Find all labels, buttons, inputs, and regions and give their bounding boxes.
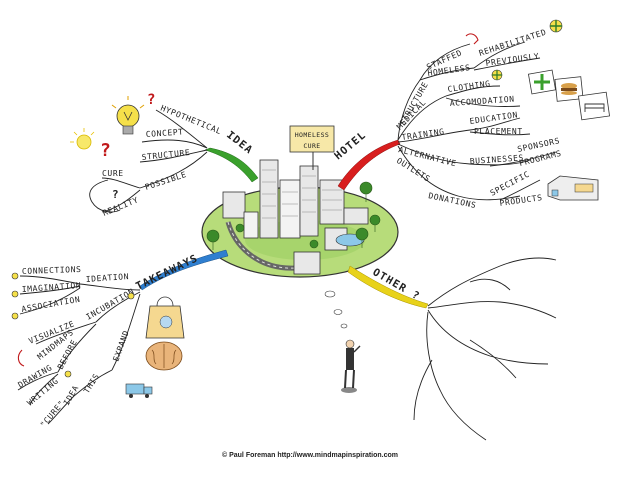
- idea-structure: STRUCTURE: [141, 148, 190, 162]
- takeaways-association: ASSOCIATION: [21, 295, 81, 314]
- hotel-training: TRAINING: [401, 127, 445, 142]
- truck-icon: [125, 383, 153, 398]
- bullet-imagination-icon: [11, 290, 19, 298]
- credit-line: © Paul Foreman http://www.mindmapinspira…: [221, 452, 399, 459]
- bullet-idea-icon: [64, 370, 72, 378]
- homeless-cure-sign: [289, 125, 335, 153]
- first-aid-icon: [527, 69, 557, 95]
- red-question-icon: ?: [147, 92, 155, 108]
- idea-possible: POSSIBLE: [144, 170, 188, 192]
- hotel-education: EDUCATION: [469, 110, 519, 126]
- takeaways-expand: EXPAND: [111, 329, 131, 363]
- branch-takeaways-label: TAKEAWAYS: [134, 252, 200, 292]
- sign-line-2: CURE: [303, 142, 320, 150]
- takeaways-incubation: INCUBATION: [85, 287, 136, 322]
- idea-reality: REALITY: [101, 195, 140, 218]
- sign-line-1: HOMELESS: [295, 131, 330, 139]
- branch-other: OTHER ?: [347, 257, 557, 441]
- globe-icon-2: [491, 69, 503, 81]
- hotel-previously: PREVIOUSLY: [485, 52, 540, 68]
- takeaways-ideation: IDEATION: [86, 272, 130, 284]
- brain-icon: [145, 341, 183, 371]
- takeaways-cure: "CURE": [39, 399, 67, 430]
- branch-hotel: HOTEL STRUCTURE STAFFED HOMELESS REHABIL…: [332, 19, 610, 210]
- red-question-icon-2: ?: [100, 140, 111, 161]
- idea-question-mark: ?: [112, 188, 119, 201]
- central-island: HOMELESS CURE: [201, 125, 399, 278]
- bullet-association-icon: [11, 312, 19, 320]
- branch-takeaways: TAKEAWAYS IDEATION CONNECTIONS IMAGINATI…: [11, 249, 229, 430]
- branch-idea-label: IDEA: [224, 129, 255, 157]
- red-arrow-icon-2: [17, 349, 25, 367]
- hotel-placement: PLACEMENT: [474, 127, 523, 136]
- hotel-accomodation: ACCOMODATION: [450, 94, 515, 108]
- burger-icon: [554, 76, 584, 102]
- idea-concept: CONCEPT: [146, 127, 184, 139]
- takeaways-connections: CONNECTIONS: [22, 265, 82, 276]
- thinker-icon: [324, 290, 361, 393]
- branch-hotel-label: HOTEL: [332, 129, 369, 162]
- red-arrow-icon: [465, 33, 479, 45]
- lightbulb-icon: [111, 96, 145, 135]
- takeaways-imagination: IMAGINATION: [22, 281, 82, 294]
- bullet-connections-icon: [11, 272, 19, 280]
- bullet-incubation-icon: [127, 292, 135, 300]
- sun-icon: [70, 128, 95, 150]
- hotel-specific: SPECIFIC: [489, 169, 531, 197]
- shopping-bag-icon: [145, 296, 185, 339]
- takeaways-this: THIS: [82, 372, 101, 395]
- idea-cure: CURE: [102, 169, 124, 178]
- shop-icon: [547, 175, 599, 201]
- globe-icon: [549, 19, 563, 33]
- hotel-products: PRODUCTS: [499, 193, 543, 208]
- hotel-clothing: CLOTHING: [447, 79, 491, 94]
- bed-icon: [578, 91, 610, 121]
- hotel-businesses: BUSINESSES: [470, 153, 525, 166]
